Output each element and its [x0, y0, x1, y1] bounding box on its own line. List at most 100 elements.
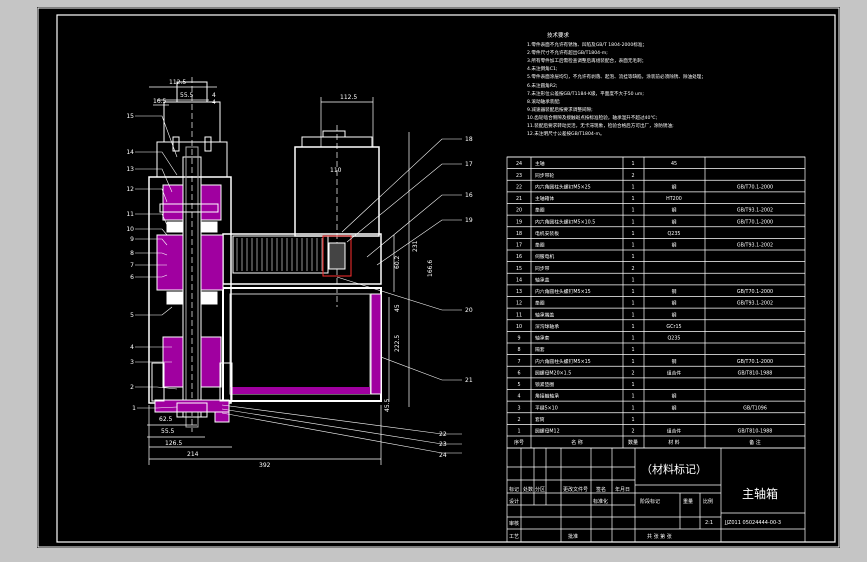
dim-4: 4: [212, 92, 216, 99]
bom-cell-mat: 钢: [672, 404, 677, 411]
drawing-title: 主轴箱: [742, 486, 778, 501]
bom-cell-note: GB/T93.1-2002: [737, 208, 773, 214]
bom-cell-name: 内六角圆柱头螺钉M5×25: [535, 183, 591, 190]
bom-cell-no: 14: [516, 277, 522, 283]
bom-header-no: 序号: [514, 439, 524, 446]
bom-cell-no: 1: [517, 429, 520, 435]
bom-header-name: 名 称: [571, 439, 583, 446]
dim-110: 110: [330, 167, 342, 174]
bom-cell-qty: 2: [631, 173, 634, 179]
bom-cell-mat: Q235: [668, 231, 681, 237]
bom-cell-no: 5: [517, 382, 520, 388]
bom-cell-no: 4: [517, 394, 520, 400]
drawing-canvas: 112.5 55.5 4 16.5 4 112.5 110 231 166.6 …: [37, 7, 840, 548]
bom-cell-qty: 1: [631, 336, 634, 342]
tb-weight: 重量: [683, 498, 693, 505]
tb-stage-mark: 阶段标记: [640, 498, 660, 505]
bom-cell-qty: 1: [631, 243, 634, 249]
bom-cell-qty: 1: [631, 208, 634, 214]
bom-cell-no: 10: [516, 324, 522, 330]
note-2: 2.零件尺寸不允许有超出GB/T1804-m;: [527, 49, 608, 56]
balloon-8: 8: [130, 250, 134, 257]
bom-cell-qty: 1: [631, 184, 634, 190]
bom-cell-no: 18: [516, 231, 522, 237]
bom-cell-no: 19: [516, 219, 522, 225]
balloon-7: 7: [130, 262, 134, 269]
bom-cell-name: 主轴箱体: [535, 195, 554, 202]
dim-392: 392: [259, 462, 271, 469]
tb-approve: 批准: [568, 533, 578, 540]
bom-cell-qty: 1: [631, 347, 634, 353]
balloon-13: 13: [126, 166, 134, 173]
assembly-section-view: [148, 77, 382, 432]
bom-cell-note: GB/T70.1-2000: [737, 289, 773, 295]
drawing-frame: [56, 14, 836, 543]
bom-cell-note: GB/T1096: [743, 405, 767, 411]
sheet-border: [37, 7, 840, 548]
dim-62-5: 62.5: [159, 416, 173, 423]
note-3: 3.所有零件加工后需检查调整后再组装配合，表面无毛刺；: [527, 57, 646, 64]
balloon-2: 2: [130, 384, 134, 391]
balloon-9: 9: [130, 236, 134, 243]
bom-cell-qty: 1: [631, 219, 634, 225]
note-10: 10.齿轮啮合侧隙及接触斑点按标准检验，轴承温升不超过40℃;: [527, 114, 658, 121]
bom-cell-no: 12: [516, 301, 522, 307]
note-4: 4.未注倒角C1;: [527, 65, 558, 72]
bom-header-qty: 数量: [628, 439, 638, 446]
bom-cell-name: 轴承盖: [535, 276, 550, 283]
note-1: 1.零件表面不允许有锈蚀、凹陷及GB/T 1804-2000标准；: [527, 41, 647, 48]
bom-cell-note: GB/T70.1-2000: [737, 219, 773, 225]
balloon-23: 23: [439, 441, 447, 448]
bom-cell-no: 6: [517, 370, 520, 376]
note-12: 12.未注明尺寸公差按GB/T1804-m。: [527, 130, 605, 137]
bom-cell-name: 垫圈: [535, 207, 545, 214]
tb-sign: 签名: [596, 486, 606, 493]
tb-review: 审核: [509, 520, 519, 527]
bom-cell-mat: 钢: [672, 358, 677, 365]
dim-55-5: 55.5: [180, 92, 194, 99]
title-block-text: （材料标记） 主轴箱 JJZ011 05024444-00-3 标记 处数 分区…: [509, 462, 781, 540]
bom-cell-mat: 钢: [672, 207, 677, 214]
balloon-4: 4: [130, 344, 134, 351]
balloons-left: 15 14 13 12 11 10 9 8 7 6 5 4 3 2 1: [126, 113, 136, 412]
leader-lines: [135, 115, 462, 454]
bom-cell-mat: Q235: [668, 336, 681, 342]
balloons-right: 18 17 16 19 20 21 22 23 24: [439, 136, 473, 459]
bom-cell-mat: 钢: [672, 183, 677, 190]
notes-heading: 技术要求: [547, 31, 570, 39]
bom-cell-qty: 1: [631, 382, 634, 388]
bom-cell-qty: 1: [631, 289, 634, 295]
bom-cell-name: 内六角圆柱头螺钉M5×15: [535, 358, 591, 365]
dim-166-6: 166.6: [427, 260, 434, 277]
tb-zone: 分区: [535, 486, 545, 493]
bom-cell-qty: 1: [631, 231, 634, 237]
bom-cell-name: 垫圈: [535, 242, 545, 249]
bom-cell-note: GB/T810-1988: [738, 429, 773, 435]
tb-scale: 2:1: [705, 520, 713, 526]
bom-cell-mat: GCr15: [666, 324, 681, 330]
balloon-20: 20: [465, 307, 473, 314]
balloon-18: 18: [465, 136, 473, 143]
bom-cell-qty: 2: [631, 266, 634, 272]
bom-cell-note: GB/T810-1988: [738, 370, 773, 376]
bom-cell-name: 同步带: [535, 266, 550, 272]
bom-cell-name: 圆螺母M12: [535, 428, 560, 435]
note-9: 9.减速器装配后按要求调整间隙;: [527, 106, 593, 113]
balloon-6: 6: [130, 274, 134, 281]
balloon-16: 16: [465, 192, 473, 199]
dim-45: 45: [394, 304, 401, 312]
